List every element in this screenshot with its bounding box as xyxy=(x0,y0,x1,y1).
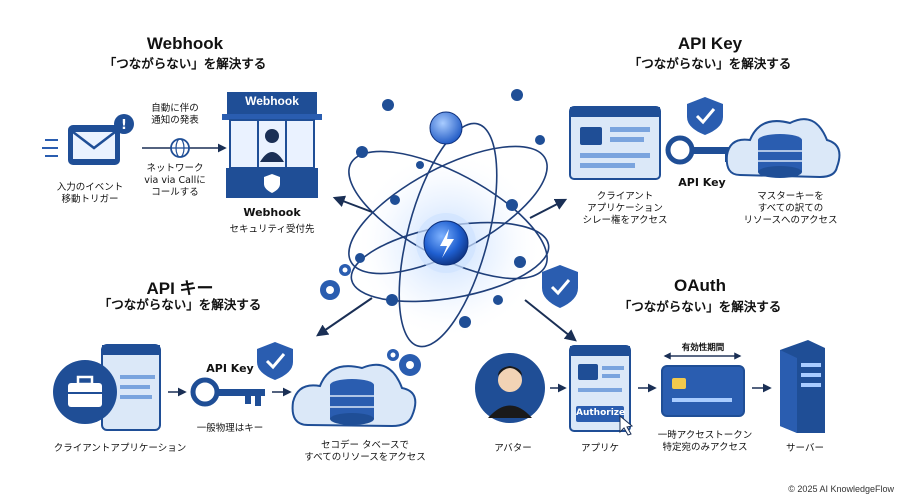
apikey-left-app-caption: クライアントアプリケーション xyxy=(53,443,187,454)
apikey-right-db-caption: マスターキーをすべての訳てのリソースへのアクセス xyxy=(743,191,838,226)
oauth-subtitle: 「つながらない」を解決する xyxy=(618,300,782,314)
oauth-graphic xyxy=(475,340,825,436)
email-icon: ! xyxy=(42,114,134,165)
apikey-left-db-caption: セコデー タベースですべてのリソースをアクセス xyxy=(304,440,426,463)
webhook-note-top: 自動に伴の通知の発表 xyxy=(151,103,199,126)
copyright: © 2025 AI KnowledgeFlow xyxy=(788,484,894,494)
email-caption: 入力のイベント移動トリガー xyxy=(56,182,124,205)
oauth-title: OAuth xyxy=(674,276,726,295)
apikey-right-key-caption: API Key xyxy=(678,176,726,189)
apikey-right-graphic xyxy=(569,97,841,180)
oauth-app-caption: アプリケ xyxy=(580,443,619,454)
booth-sub: セキュリティ受付先 xyxy=(229,224,315,235)
webhook-subtitle: 「つながらない」を解決する xyxy=(103,57,267,71)
booth-caption: Webhook xyxy=(243,206,301,219)
apikey-right-client-caption: クライアントアプリケーションシレー権をアクセス xyxy=(582,191,668,226)
server-caption: サーバー xyxy=(786,443,824,454)
apikey-left-key-sub: 一般物理はキー xyxy=(196,423,264,434)
validity-label: 有効性期間 xyxy=(681,343,725,353)
apikey-left-subtitle: 「つながらない」を解決する xyxy=(98,298,262,312)
booth-sign: Webhook xyxy=(245,94,299,108)
svg-text:!: ! xyxy=(121,118,127,133)
token-caption: 一時アクセストークン特定宛のみアクセス xyxy=(657,430,753,453)
globe-icon xyxy=(142,138,227,158)
webhook-booth xyxy=(222,92,322,198)
apikey-left-graphic xyxy=(53,342,421,431)
webhook-title: Webhook xyxy=(146,34,224,53)
authorize-button[interactable]: Authorize xyxy=(576,408,626,418)
apikey-right-subtitle: 「つながらない」を解決する xyxy=(628,57,792,71)
apikey-left-title: API キー xyxy=(146,279,214,298)
avatar-caption: アバター xyxy=(494,443,532,454)
apikey-left-key-caption: API Key xyxy=(206,362,254,375)
apikey-right-title: API Key xyxy=(677,34,743,53)
